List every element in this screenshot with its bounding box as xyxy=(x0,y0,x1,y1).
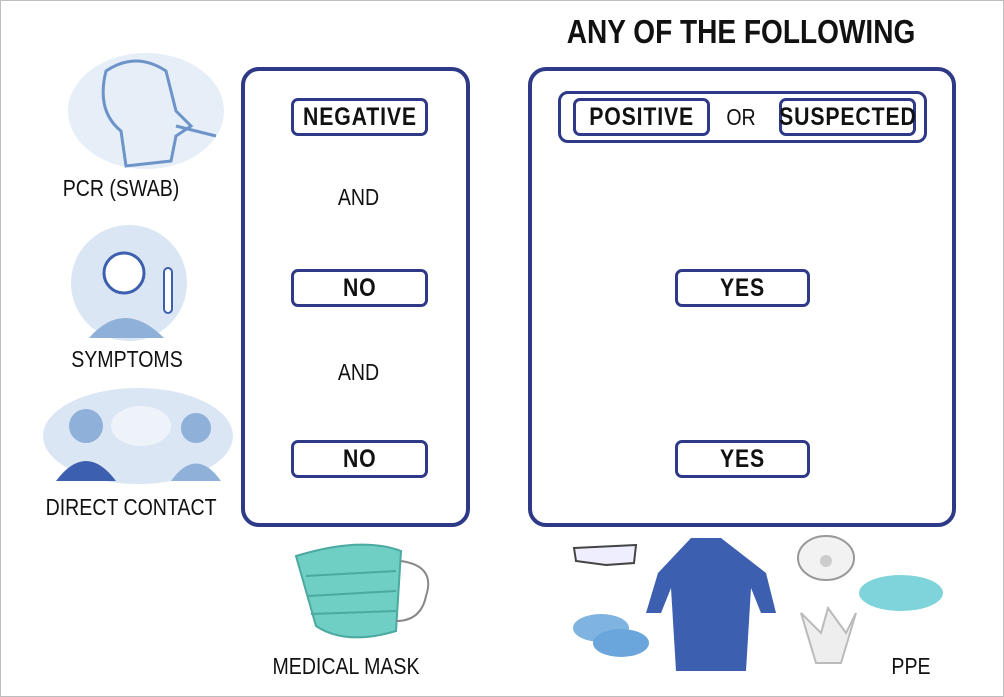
suspected-badge: SUSPECTED xyxy=(779,98,916,136)
badge-text: SUSPECTED xyxy=(778,102,917,131)
badge-text: NO xyxy=(342,273,377,302)
badge-text: YES xyxy=(719,273,766,302)
hair-cap-icon xyxy=(859,575,943,611)
criterion-pcr-label: PCR (SWAB) xyxy=(62,175,180,201)
ppe-panel xyxy=(528,67,956,527)
or-label: OR xyxy=(726,104,756,130)
any-of-following-title: ANY OF THE FOLLOWING xyxy=(531,13,951,51)
and-label: AND xyxy=(337,359,380,385)
pcr-negative-badge: NEGATIVE xyxy=(291,98,428,136)
criterion-contact-label: DIRECT CONTACT xyxy=(45,494,217,520)
contact-no-badge: NO xyxy=(291,440,428,478)
medical-mask-caption: MEDICAL MASK xyxy=(272,653,420,679)
gloves-icon xyxy=(800,605,857,664)
badge-text: NEGATIVE xyxy=(302,102,417,131)
respirator-icon xyxy=(797,535,855,581)
swab-test-icon xyxy=(68,53,224,169)
symptoms-yes-badge: YES xyxy=(675,269,810,307)
goggles-icon xyxy=(572,543,638,567)
medical-mask-image xyxy=(294,543,430,639)
direct-contact-icon xyxy=(43,388,233,484)
contact-yes-badge: YES xyxy=(675,440,810,478)
criterion-symptoms-label: SYMPTOMS xyxy=(71,346,183,372)
ppe-caption: PPE xyxy=(891,653,931,679)
and-label: AND xyxy=(337,184,380,210)
pcr-positive-badge: POSITIVE xyxy=(573,98,710,136)
symptoms-no-badge: NO xyxy=(291,269,428,307)
badge-text: POSITIVE xyxy=(589,102,694,131)
badge-text: NO xyxy=(342,444,377,473)
badge-text: YES xyxy=(719,444,766,473)
shoe-covers-icon xyxy=(573,614,649,657)
title-text: ANY OF THE FOLLOWING xyxy=(566,13,916,50)
ppe-items-image xyxy=(572,535,943,671)
gown-icon xyxy=(646,538,776,671)
fever-symptoms-icon xyxy=(71,225,187,341)
medical-mask-panel xyxy=(241,67,470,527)
